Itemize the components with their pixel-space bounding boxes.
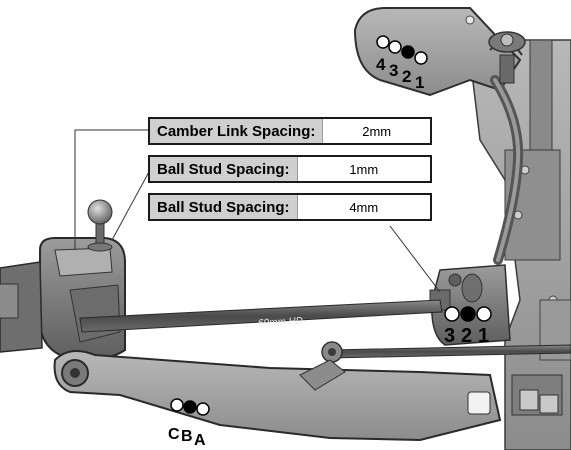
arm-label-b: B (181, 428, 193, 445)
arm-hole-c (170, 398, 184, 412)
tower-label-4: 4 (376, 55, 386, 74)
tower-hole-2 (401, 45, 415, 59)
tower-label-2: 2 (402, 67, 412, 86)
arm-hole-b (183, 400, 197, 414)
hub-hole-1 (476, 306, 492, 322)
callout-label: Ball Stud Spacing: (150, 195, 298, 219)
tower-label-3: 3 (389, 61, 399, 80)
ball-stud-spacing-callout-1: Ball Stud Spacing: 1mm (148, 155, 432, 183)
ball-stud (87, 199, 113, 252)
arm-holes (170, 398, 210, 416)
hub-label-3: 3 (444, 325, 456, 347)
arm-label-c: C (168, 426, 180, 443)
callout-label: Camber Link Spacing: (150, 119, 324, 143)
tower-holes (376, 35, 428, 65)
hub-holes (444, 306, 492, 322)
callout-value: 4mm (297, 195, 430, 219)
hub-hole-2 (460, 306, 476, 322)
callout-value: 2mm (323, 119, 430, 143)
tower-hole-3 (388, 40, 402, 54)
tower-hole-4 (376, 35, 390, 49)
callout-label: Ball Stud Spacing: (150, 157, 298, 181)
steering-rod (321, 341, 571, 363)
camber-link (79, 299, 443, 333)
camber-link-spacing-callout: Camber Link Spacing: 2mm (148, 117, 432, 145)
ball-stud-spacing-callout-2: Ball Stud Spacing: 4mm (148, 193, 432, 221)
hub-label-2: 2 (461, 325, 473, 347)
arm-label-a: A (194, 432, 206, 449)
leader-lines (74, 129, 441, 293)
steering-knuckle (0, 237, 126, 360)
lower-arm (53, 350, 502, 442)
arm-hole-a (196, 402, 210, 416)
tower-hole-1 (414, 51, 428, 65)
shock-absorber (488, 31, 526, 265)
tower-label-1: 1 (415, 73, 425, 92)
callout-value: 1mm (297, 157, 430, 181)
hub-hole-3 (444, 306, 460, 322)
link-length-label: 69mm HD (257, 315, 304, 330)
hub-label-1: 1 (478, 325, 490, 347)
